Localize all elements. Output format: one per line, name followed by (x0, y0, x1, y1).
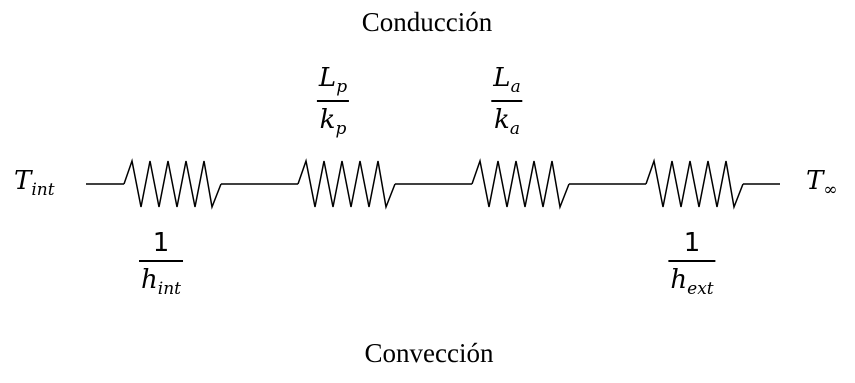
right-terminal-label: T∞ (806, 168, 838, 199)
resistor-r4-zigzag (645, 158, 744, 210)
left-terminal-symbol: T (14, 166, 32, 196)
convection-heading: Convección (364, 338, 494, 368)
r1-denominator: hint (141, 265, 181, 299)
r3-numerator: La (493, 63, 521, 97)
r3-denominator: ka (494, 105, 520, 139)
r2-fraction-bar (316, 100, 350, 102)
r2-denominator: kp (319, 105, 347, 139)
resistor-r4-label: 1 hext (668, 228, 716, 299)
right-terminal-subscript: ∞ (823, 180, 838, 200)
left-terminal-label: Tint (14, 168, 55, 199)
r1-numerator: 1 (152, 228, 170, 258)
resistor-r3-label: La ka (491, 63, 523, 139)
resistor-r1-zigzag (123, 158, 222, 210)
resistor-r2-label: Lp kp (316, 63, 350, 139)
r4-denominator: hext (670, 265, 714, 299)
resistor-r1-label: 1 hint (139, 230, 183, 298)
r2-numerator: Lp (318, 63, 348, 97)
r1-fraction-bar (139, 260, 183, 262)
resistor-r2-zigzag (297, 158, 396, 210)
left-terminal-subscript: int (31, 180, 55, 200)
conduction-heading: Conducción (361, 7, 493, 37)
r3-fraction-bar (491, 100, 523, 102)
r4-fraction-bar (668, 260, 716, 262)
right-terminal-symbol: T (806, 166, 824, 196)
r4-numerator: 1 (683, 228, 701, 258)
resistor-r3-zigzag (471, 158, 570, 210)
